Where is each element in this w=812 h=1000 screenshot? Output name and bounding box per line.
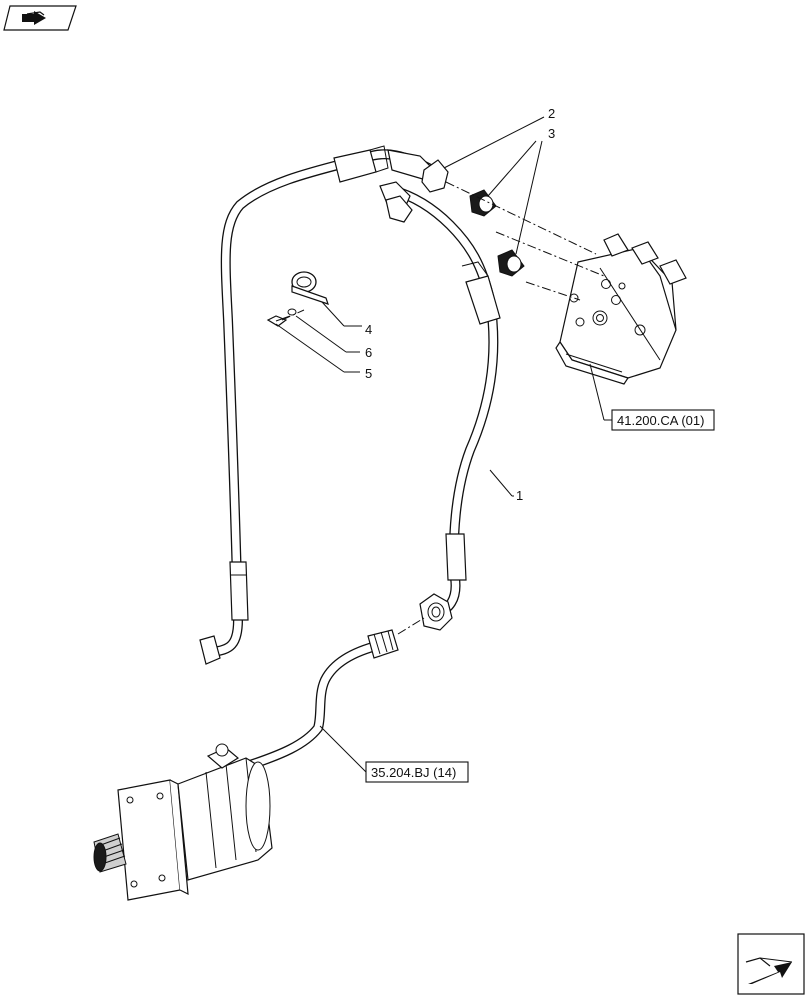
nut-item-6 [287,308,297,316]
alignment-lines [281,181,605,635]
reference-steering-unit[interactable]: 41.200.CA (01) [611,409,715,431]
leader-lines [275,116,612,773]
svg-text:41.200.CA (01): 41.200.CA (01) [617,413,704,428]
callout-1: 1 [516,488,523,503]
screw-item-5 [266,315,291,327]
clamp-item-4 [291,271,329,305]
hose-left [199,145,449,665]
callout-4: 4 [365,322,372,337]
svg-text:35.204.BJ (14): 35.204.BJ (14) [371,765,456,780]
callout-5: 5 [365,366,372,381]
callout-2: 2 [548,106,555,121]
previous-page-arrow-icon[interactable] [3,5,77,31]
adapter-upper [469,189,497,217]
next-page-arrow-icon[interactable] [737,933,805,995]
hose-item-1 [379,181,501,631]
adapter-lower [497,249,525,277]
pump-pipe [245,629,399,770]
callout-6: 6 [365,345,372,360]
steering-unit [555,233,687,385]
reference-pump[interactable]: 35.204.BJ (14) [365,761,469,783]
hydraulic-pump [93,743,273,901]
callout-3: 3 [548,126,555,141]
